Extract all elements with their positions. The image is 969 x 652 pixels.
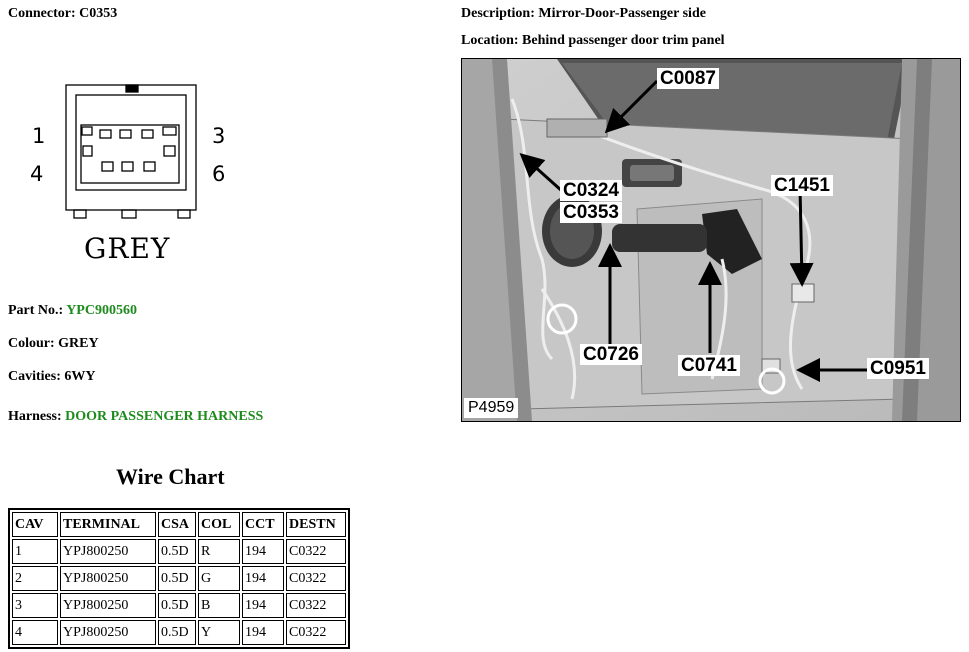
callout-c0353: C0353 (560, 202, 622, 223)
cell-cct: 194 (242, 566, 284, 591)
callout-c0324: C0324 (560, 180, 622, 201)
harness-label: Harness: (8, 409, 62, 424)
header-cct: CCT (242, 512, 284, 537)
connector-label: Connector: C0353 (8, 6, 118, 21)
header-cav: CAV (12, 512, 58, 537)
cell-csa: 0.5D (158, 566, 196, 591)
table-row: 4 YPJ800250 0.5D Y 194 C0322 (12, 620, 346, 645)
part-number-line: Part No.: YPC900560 (8, 303, 137, 319)
callout-c1451: C1451 (771, 175, 833, 196)
cell-csa: 0.5D (158, 539, 196, 564)
colour-line: Colour: GREY (8, 336, 99, 351)
picture-code: P4959 (464, 398, 519, 418)
cell-destn: C0322 (286, 566, 346, 591)
part-number-label: Part No.: (8, 303, 64, 318)
callout-c0726: C0726 (580, 344, 642, 365)
cell-cct: 194 (242, 539, 284, 564)
table-row: 1 YPJ800250 0.5D R 194 C0322 (12, 539, 346, 564)
callout-c0741: C0741 (678, 355, 740, 376)
cell-destn: C0322 (286, 620, 346, 645)
cell-col: R (198, 539, 240, 564)
cell-cav: 4 (12, 620, 58, 645)
cell-terminal: YPJ800250 (60, 593, 156, 618)
harness-link[interactable]: DOOR PASSENGER HARNESS (65, 409, 264, 424)
cell-terminal: YPJ800250 (60, 620, 156, 645)
cell-cav: 2 (12, 566, 58, 591)
pin-number-4: 4 (30, 162, 44, 186)
cell-cav: 1 (12, 539, 58, 564)
cell-cct: 194 (242, 593, 284, 618)
cell-col: G (198, 566, 240, 591)
callout-c0087: C0087 (657, 68, 719, 89)
header-destn: DESTN (286, 512, 346, 537)
table-row: 3 YPJ800250 0.5D B 194 C0322 (12, 593, 346, 618)
connector-colour-word: GREY (84, 232, 171, 265)
cell-col: B (198, 593, 240, 618)
wire-chart-container: CAV TERMINAL CSA COL CCT DESTN 1 YPJ8002… (8, 508, 350, 649)
header-terminal: TERMINAL (60, 512, 156, 537)
cell-destn: C0322 (286, 539, 346, 564)
description-label: Description: Mirror-Door-Passenger side (461, 6, 706, 21)
pin-number-6: 6 (212, 162, 226, 186)
cell-terminal: YPJ800250 (60, 539, 156, 564)
location-photo: C0087 C0324 C0353 C1451 C0726 C0741 C095… (461, 58, 961, 422)
cell-destn: C0322 (286, 593, 346, 618)
wire-chart-header-row: CAV TERMINAL CSA COL CCT DESTN (12, 512, 346, 537)
header-col: COL (198, 512, 240, 537)
pin-number-1: 1 (32, 124, 46, 148)
wire-chart-table: CAV TERMINAL CSA COL CCT DESTN 1 YPJ8002… (8, 508, 350, 649)
wire-chart-title: Wire Chart (116, 464, 225, 489)
cell-csa: 0.5D (158, 620, 196, 645)
cell-csa: 0.5D (158, 593, 196, 618)
cell-cct: 194 (242, 620, 284, 645)
cell-col: Y (198, 620, 240, 645)
header-csa: CSA (158, 512, 196, 537)
harness-line: Harness: DOOR PASSENGER HARNESS (8, 409, 263, 425)
callout-c0951: C0951 (867, 358, 929, 379)
cavities-line: Cavities: 6WY (8, 369, 96, 384)
part-number-link[interactable]: YPC900560 (66, 303, 137, 318)
cell-cav: 3 (12, 593, 58, 618)
cell-terminal: YPJ800250 (60, 566, 156, 591)
location-label: Location: Behind passenger door trim pan… (461, 33, 725, 48)
table-row: 2 YPJ800250 0.5D G 194 C0322 (12, 566, 346, 591)
connector-face-diagram: 1 3 4 6 GREY (20, 80, 240, 265)
pin-number-3: 3 (212, 124, 226, 148)
connector-drawing (65, 84, 197, 219)
